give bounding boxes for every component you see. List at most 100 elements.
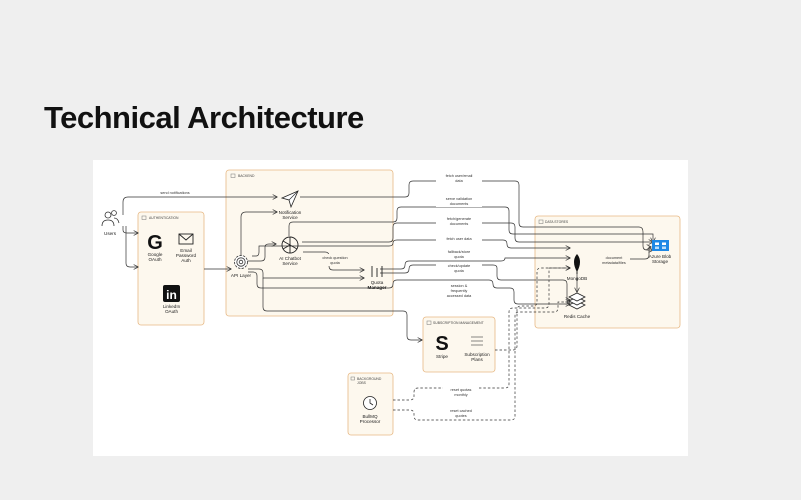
edge-send-notifications — [122, 197, 277, 215]
mongodb-leaf-icon — [574, 254, 580, 272]
node-label-redis: Redis Cache — [564, 314, 591, 319]
edge-check-update — [380, 264, 570, 300]
node-quota-manager: Quota Manager — [368, 266, 387, 290]
redis-stack-icon — [568, 292, 586, 310]
edge-serve-validation — [288, 206, 653, 242]
node-label-azure-2: Storage — [652, 259, 669, 264]
node-label-notification-1: Notification — [279, 210, 302, 215]
edge-label-fetch-user-data: fetch user data — [446, 237, 472, 241]
edge-label-reset-cached-1: reset cached — [450, 409, 472, 413]
linkedin-icon: in — [163, 285, 180, 302]
edge-api-subscription — [262, 278, 422, 340]
node-label-linkedin-1: LinkedIn — [163, 304, 181, 309]
edge-label-check-update-2: quota — [454, 269, 464, 273]
edge-label-fetch-generate-1: fetch/generate — [447, 217, 471, 221]
edge-reset-cached — [393, 302, 570, 421]
node-label-stripe: Stripe — [436, 354, 448, 359]
node-label-bullmq-1: BullMQ — [362, 414, 377, 419]
node-label-email-2: Password — [176, 253, 197, 258]
azure-icon — [652, 240, 669, 251]
edge-fetch-user-email — [300, 180, 653, 250]
node-azure-blob: Azure Blob Storage — [649, 240, 672, 264]
edge-label-reset-quotas-1: reset quotas — [451, 388, 472, 392]
node-mongodb: MongoDB — [567, 254, 587, 281]
group-label-authentication: AUTHENTICATION — [149, 216, 179, 220]
node-redis-cache: Redis Cache — [564, 292, 591, 319]
node-label-linkedin-2: OAuth — [165, 309, 178, 314]
diagram-svg: AUTHENTICATION BACKEND DATA STORES SUBSC… — [101, 169, 681, 436]
node-stripe: S Stripe — [435, 333, 448, 359]
edge-reset-quotas — [393, 268, 570, 401]
send-icon — [280, 190, 299, 209]
node-label-subscription-1: Subscription — [464, 352, 490, 357]
node-api-layer: API Layer — [231, 255, 252, 278]
node-label-subscription-2: Plans — [471, 357, 483, 362]
node-label-quota-1: Quota — [371, 280, 384, 285]
node-label-bullmq-2: Processor — [360, 419, 381, 424]
group-backend: BACKEND — [225, 169, 394, 317]
node-label-mongodb: MongoDB — [567, 276, 587, 281]
edge-api-chatbot — [247, 244, 276, 262]
node-label-quota-2: Manager — [368, 285, 387, 290]
edge-label-serve-validation-2: documents — [450, 202, 469, 206]
node-label-azure-1: Azure Blob — [649, 254, 672, 259]
edge-label-check-question-2: quota — [330, 261, 340, 265]
edge-label-check-question-1: check question — [322, 256, 347, 260]
node-bullmq-processor: BullMQ Processor — [360, 396, 381, 424]
node-label-google-2: OAuth — [148, 257, 161, 262]
edge-label-fetch-user-email-1: fetch user/email — [446, 174, 473, 178]
slide-title: Technical Architecture — [44, 100, 364, 135]
edge-label-send-notifications: send notifications — [160, 191, 189, 195]
node-label-chatbot-1: AI Chatbot — [279, 256, 301, 261]
node-label-google-1: Google — [148, 252, 163, 257]
architecture-diagram: AUTHENTICATION BACKEND DATA STORES SUBSC… — [93, 160, 688, 456]
edge-label-document-1: document — [606, 256, 624, 260]
group-label-data-stores: DATA STORES — [545, 220, 569, 224]
quota-icon — [371, 266, 383, 277]
node-linkedin-oauth: in LinkedIn OAuth — [163, 285, 181, 314]
group-label-backend: BACKEND — [238, 174, 255, 178]
edge-users-auth-1 — [122, 226, 138, 233]
clock-icon — [363, 396, 377, 410]
edge-api-quota — [248, 268, 364, 278]
mail-icon — [178, 233, 194, 245]
node-label-notification-2: Service — [282, 215, 298, 220]
edge-label-check-update-1: check/update — [448, 264, 471, 268]
edge-label-session-3: accessed data — [447, 294, 472, 298]
node-label-api-layer: API Layer — [231, 273, 252, 278]
edge-labels: send notifications fetch user/email data… — [153, 172, 630, 419]
edge-label-reset-quotas-2: monthly — [454, 393, 467, 397]
gear-icon — [234, 255, 248, 269]
node-ai-chatbot-service: AI Chatbot Service — [279, 236, 302, 266]
edge-api-notification — [240, 212, 277, 256]
node-label-chatbot-2: Service — [282, 261, 298, 266]
node-google-oauth: G Google OAuth — [147, 232, 163, 262]
edge-users-auth-2 — [125, 226, 138, 267]
edge-fetch-user-data — [252, 239, 570, 257]
node-label-email-1: Email — [180, 248, 192, 253]
edge-label-fallback-store-2: quota — [454, 255, 464, 259]
node-subscription-plans: Subscription Plans — [464, 336, 490, 362]
edge-label-fallback-store-1: fallback/store — [448, 250, 470, 254]
edge-fallback-store — [380, 258, 570, 270]
edge-label-session-2: frequently — [451, 289, 468, 293]
node-label-email-3: Auth — [181, 258, 191, 263]
edge-label-fetch-generate-2: documents — [450, 222, 469, 226]
node-email-auth: Email Password Auth — [176, 233, 197, 263]
list-icon — [471, 336, 483, 346]
users-icon — [101, 210, 120, 227]
edge-label-fetch-user-email-2: data — [455, 179, 463, 183]
node-users: Users — [101, 210, 120, 236]
google-icon: G — [147, 232, 163, 254]
edge-label-session-1: session & — [451, 284, 468, 288]
edge-session-data — [248, 271, 570, 304]
node-notification-service: Notification Service — [279, 190, 302, 220]
edge-label-document-2: metadata/files — [602, 261, 626, 265]
group-label-background-jobs-2: JOBS — [357, 381, 367, 385]
group-subscription: SUBSCRIPTION MANAGEMENT — [422, 316, 496, 373]
openai-icon — [281, 236, 299, 254]
edge-label-serve-validation-1: serve validation — [446, 197, 472, 201]
edge-document-metadata — [601, 247, 651, 260]
svg-text:in: in — [166, 288, 177, 302]
edge-subscription-mongodb — [495, 268, 570, 351]
